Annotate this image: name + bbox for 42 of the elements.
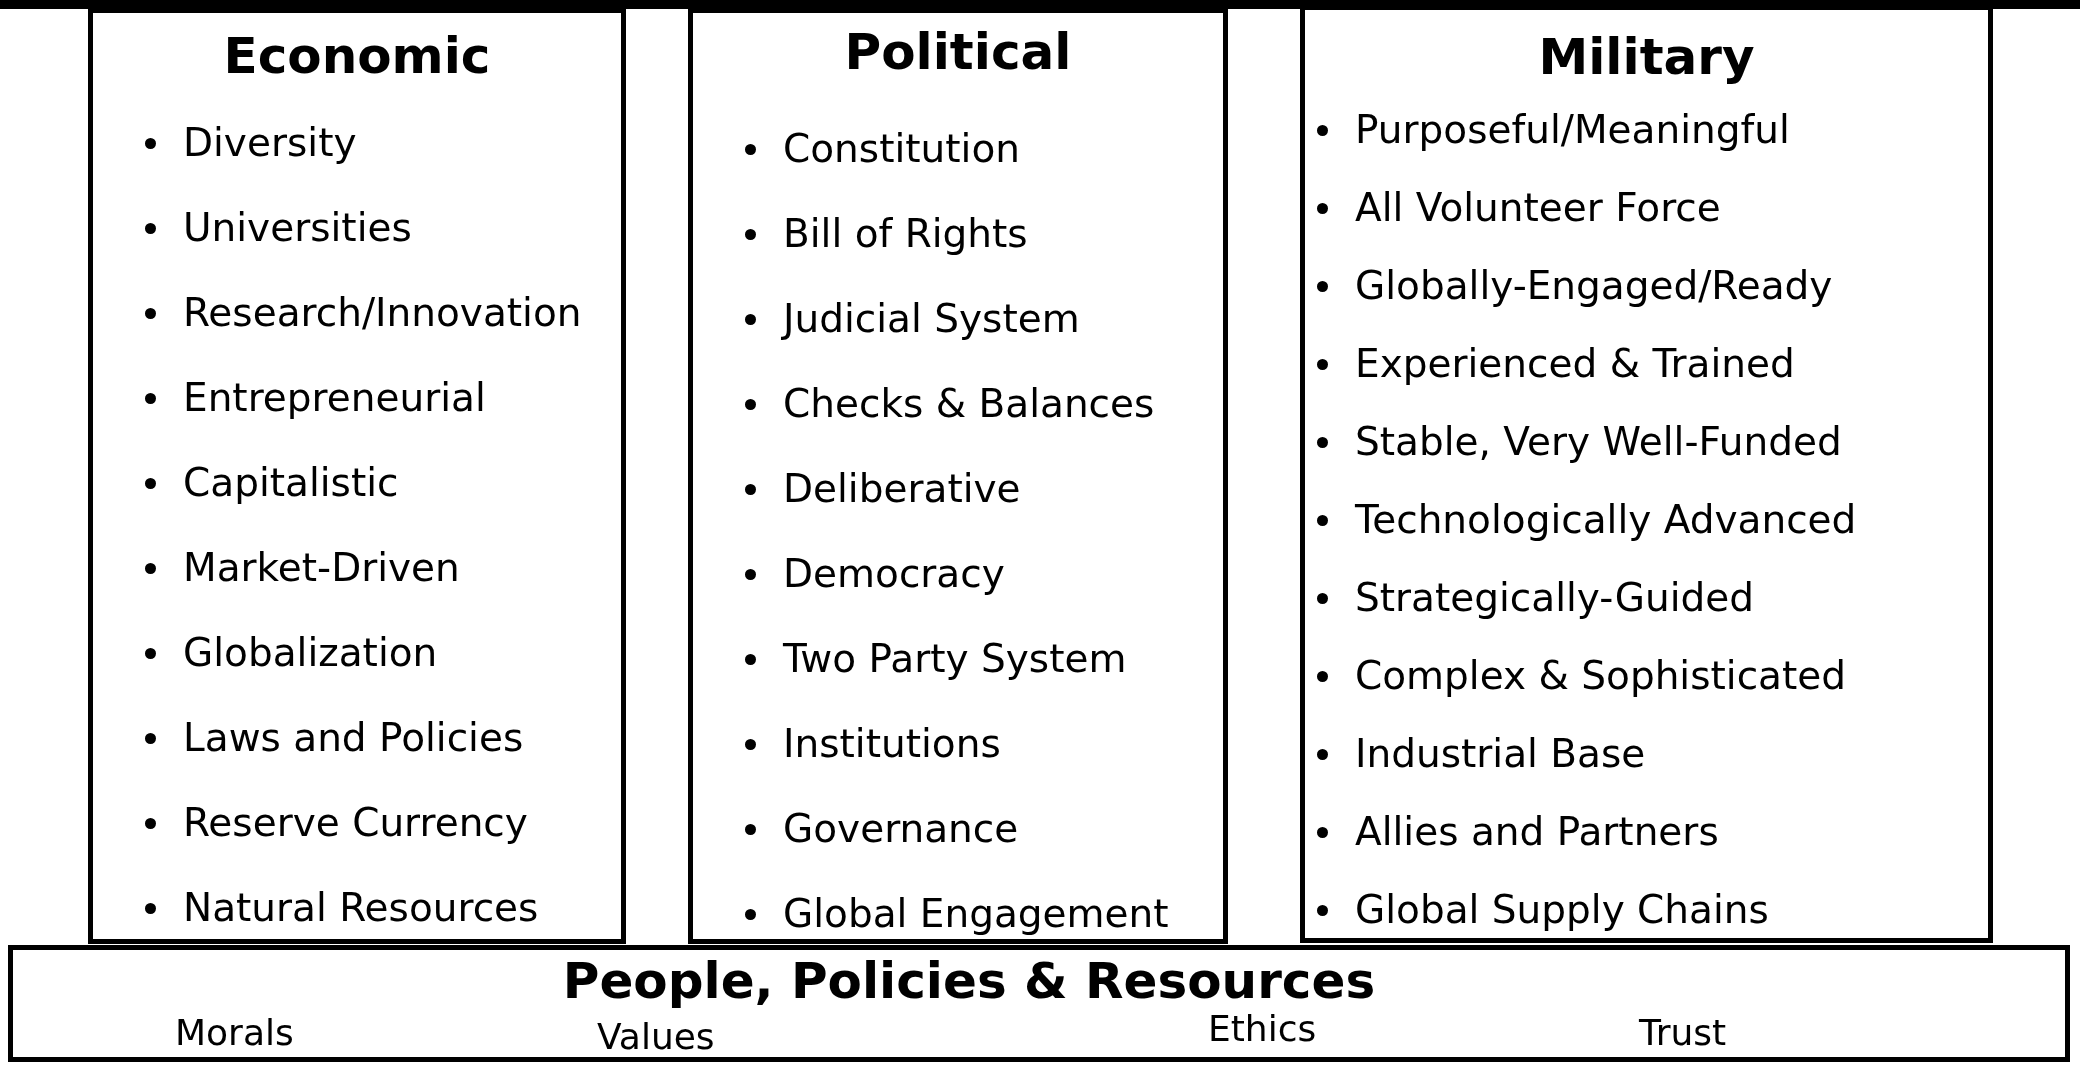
pillar-heading: Political [844, 23, 1072, 81]
bullet-item: Constitution [783, 129, 1020, 168]
bullet-item: Strategically-Guided [1355, 578, 1755, 617]
base-heading: People, Policies & Resources [562, 952, 1376, 1010]
bullet-item: Global Engagement [783, 894, 1169, 933]
bullet-item: Diversity [183, 123, 357, 162]
bullet-item: Reserve Currency [183, 803, 528, 842]
bullet-item: Checks & Balances [783, 384, 1155, 423]
base-label: Ethics [1208, 1008, 1317, 1049]
bullet-item: Stable, Very Well-Funded [1355, 422, 1842, 461]
pillar-box [88, 8, 626, 944]
bullet-item: Deliberative [783, 469, 1021, 508]
base-label: Values [597, 1016, 715, 1057]
bullet-item: All Volunteer Force [1355, 188, 1721, 227]
bullet-item: Industrial Base [1355, 734, 1646, 773]
bullet-item: Complex & Sophisticated [1355, 656, 1847, 695]
bullet-item: Entrepreneurial [183, 378, 486, 417]
bullet-item: Governance [783, 809, 1019, 848]
bullet-item: Democracy [783, 554, 1005, 593]
bullet-item: Global Supply Chains [1355, 890, 1769, 929]
bullet-item: Research/Innovation [183, 293, 582, 332]
bullet-item: Globalization [183, 633, 438, 672]
bullet-item: Market-Driven [183, 548, 460, 587]
bullet-item: Allies and Partners [1355, 812, 1719, 851]
base-label: Morals [175, 1012, 294, 1053]
base-label: Trust [1639, 1012, 1727, 1053]
pillar-heading: Economic [223, 27, 491, 85]
bullet-item: Natural Resources [183, 888, 539, 927]
bullet-item: Universities [183, 208, 412, 247]
bullet-item: Globally-Engaged/Ready [1355, 266, 1833, 305]
bullet-item: Technologically Advanced [1355, 500, 1857, 539]
base-box [8, 945, 2070, 1062]
bullet-item: Capitalistic [183, 463, 399, 502]
bullet-item: Bill of Rights [783, 214, 1028, 253]
pillar-box [688, 8, 1228, 944]
bullet-item: Purposeful/Meaningful [1355, 110, 1790, 149]
bullet-item: Institutions [783, 724, 1001, 763]
bullet-item: Judicial System [783, 299, 1080, 338]
bullet-item: Laws and Policies [183, 718, 524, 757]
pillar-heading: Military [1538, 28, 1755, 86]
bullet-item: Experienced & Trained [1355, 344, 1795, 383]
bullet-item: Two Party System [783, 639, 1127, 678]
